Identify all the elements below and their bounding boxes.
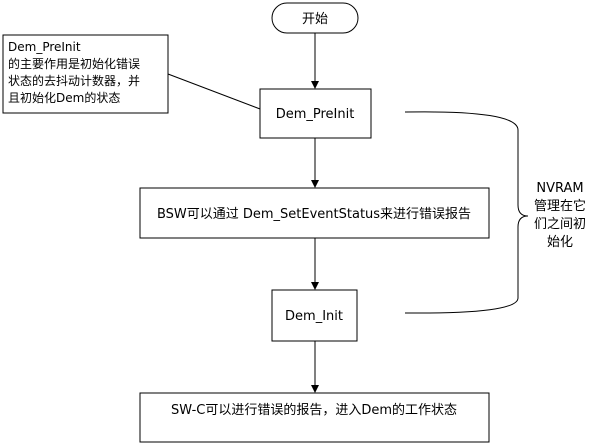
nvram-brace: [404, 111, 529, 314]
swcreport-step-box: SW-C可以进行错误的报告，进入Dem的工作状态: [139, 392, 490, 443]
nvram-note-line-3: 们之间初: [534, 217, 586, 232]
nvram-note-line-1: NVRAM: [536, 181, 583, 196]
annotation-connector: [167, 73, 269, 113]
annotation-line-3: 状态的去抖动计数器，并: [8, 73, 140, 88]
annotation-line-2: 的主要作用是初始化错误: [8, 56, 140, 71]
init-step-box: Dem_Init: [271, 289, 358, 342]
preinit-step-box: Dem_PreInit: [259, 88, 372, 139]
preinit-step-label: Dem_PreInit: [276, 107, 355, 122]
seteventstatus-step-box: BSW可以通过 Dem_SetEventStatus来进行错误报告: [139, 187, 490, 239]
nvram-note-line-4: 始化: [547, 235, 573, 250]
start-label: 开始: [302, 12, 328, 27]
annotation-line-4: 且初始化Dem的状态: [8, 90, 120, 105]
nvram-note-line-2: 管理在它: [534, 198, 586, 214]
annotation-line-1: Dem_PreInit: [8, 40, 81, 54]
seteventstatus-step-label: BSW可以通过 Dem_SetEventStatus来进行错误报告: [157, 207, 471, 222]
swcreport-step-label: SW-C可以进行错误的报告，进入Dem的工作状态: [171, 402, 457, 418]
nvram-note: NVRAM 管理在它 们之间初 始化: [534, 181, 586, 250]
start-terminal: 开始: [271, 2, 359, 34]
annotation-box: Dem_PreInit 的主要作用是初始化错误 状态的去抖动计数器，并 且初始化…: [2, 34, 169, 114]
init-step-label: Dem_Init: [285, 309, 343, 324]
